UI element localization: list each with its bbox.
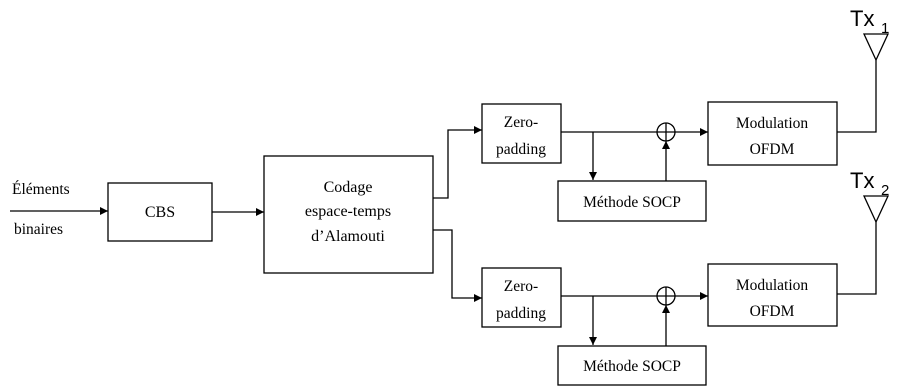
zero-padding-block-2: Zero- padding [481,267,562,328]
socp-1-label: Méthode SOCP [583,194,681,211]
antenna-1-label: Tx [850,6,874,31]
socp-block-1: Méthode SOCP [557,180,707,222]
antenna-2-label: Tx [850,168,874,193]
alamouti-coding-block: Codage espace-temps d’Alamouti [263,155,434,274]
antenna-2-index: 2 [881,182,889,199]
cbs-label: CBS [145,204,175,221]
antenna-1 [862,33,890,62]
ofdm-block-1: Modulation OFDM [707,101,838,166]
ofdm-2-line2: OFDM [750,303,795,320]
ofdm1-to-antenna1-wire [837,60,877,133]
ofdm-block-2: Modulation OFDM [707,263,838,327]
zero-padding-block-1: Zero- padding [481,103,562,164]
zero-padding-2-line1: Zero- [504,278,538,295]
socp-2-label: Méthode SOCP [583,358,681,375]
cbs-block: CBS [107,182,213,242]
coding-to-branch2-wire [433,229,482,302]
ofdm-1-line1: Modulation [736,115,809,132]
antenna-2 [862,195,890,224]
ofdm-1-line2: OFDM [750,141,795,158]
coding-label-line3: d’Alamouti [311,228,385,245]
ofdm-2-line1: Modulation [736,277,809,294]
socp-block-2: Méthode SOCP [557,345,707,386]
coding-label-line1: Codage [324,179,373,196]
input-label-line2: binaires [14,221,63,238]
antenna-1-index: 1 [881,20,889,37]
input-label-line1: Éléments [12,181,70,198]
ofdm2-to-antenna2-wire [837,222,877,295]
zero-padding-1-line2: padding [496,141,546,158]
zero-padding-2-line2: padding [496,305,546,322]
zero-padding-1-line1: Zero- [504,114,538,131]
coding-label-line2: espace-temps [305,203,391,220]
coding-to-branch1-wire [433,126,482,199]
